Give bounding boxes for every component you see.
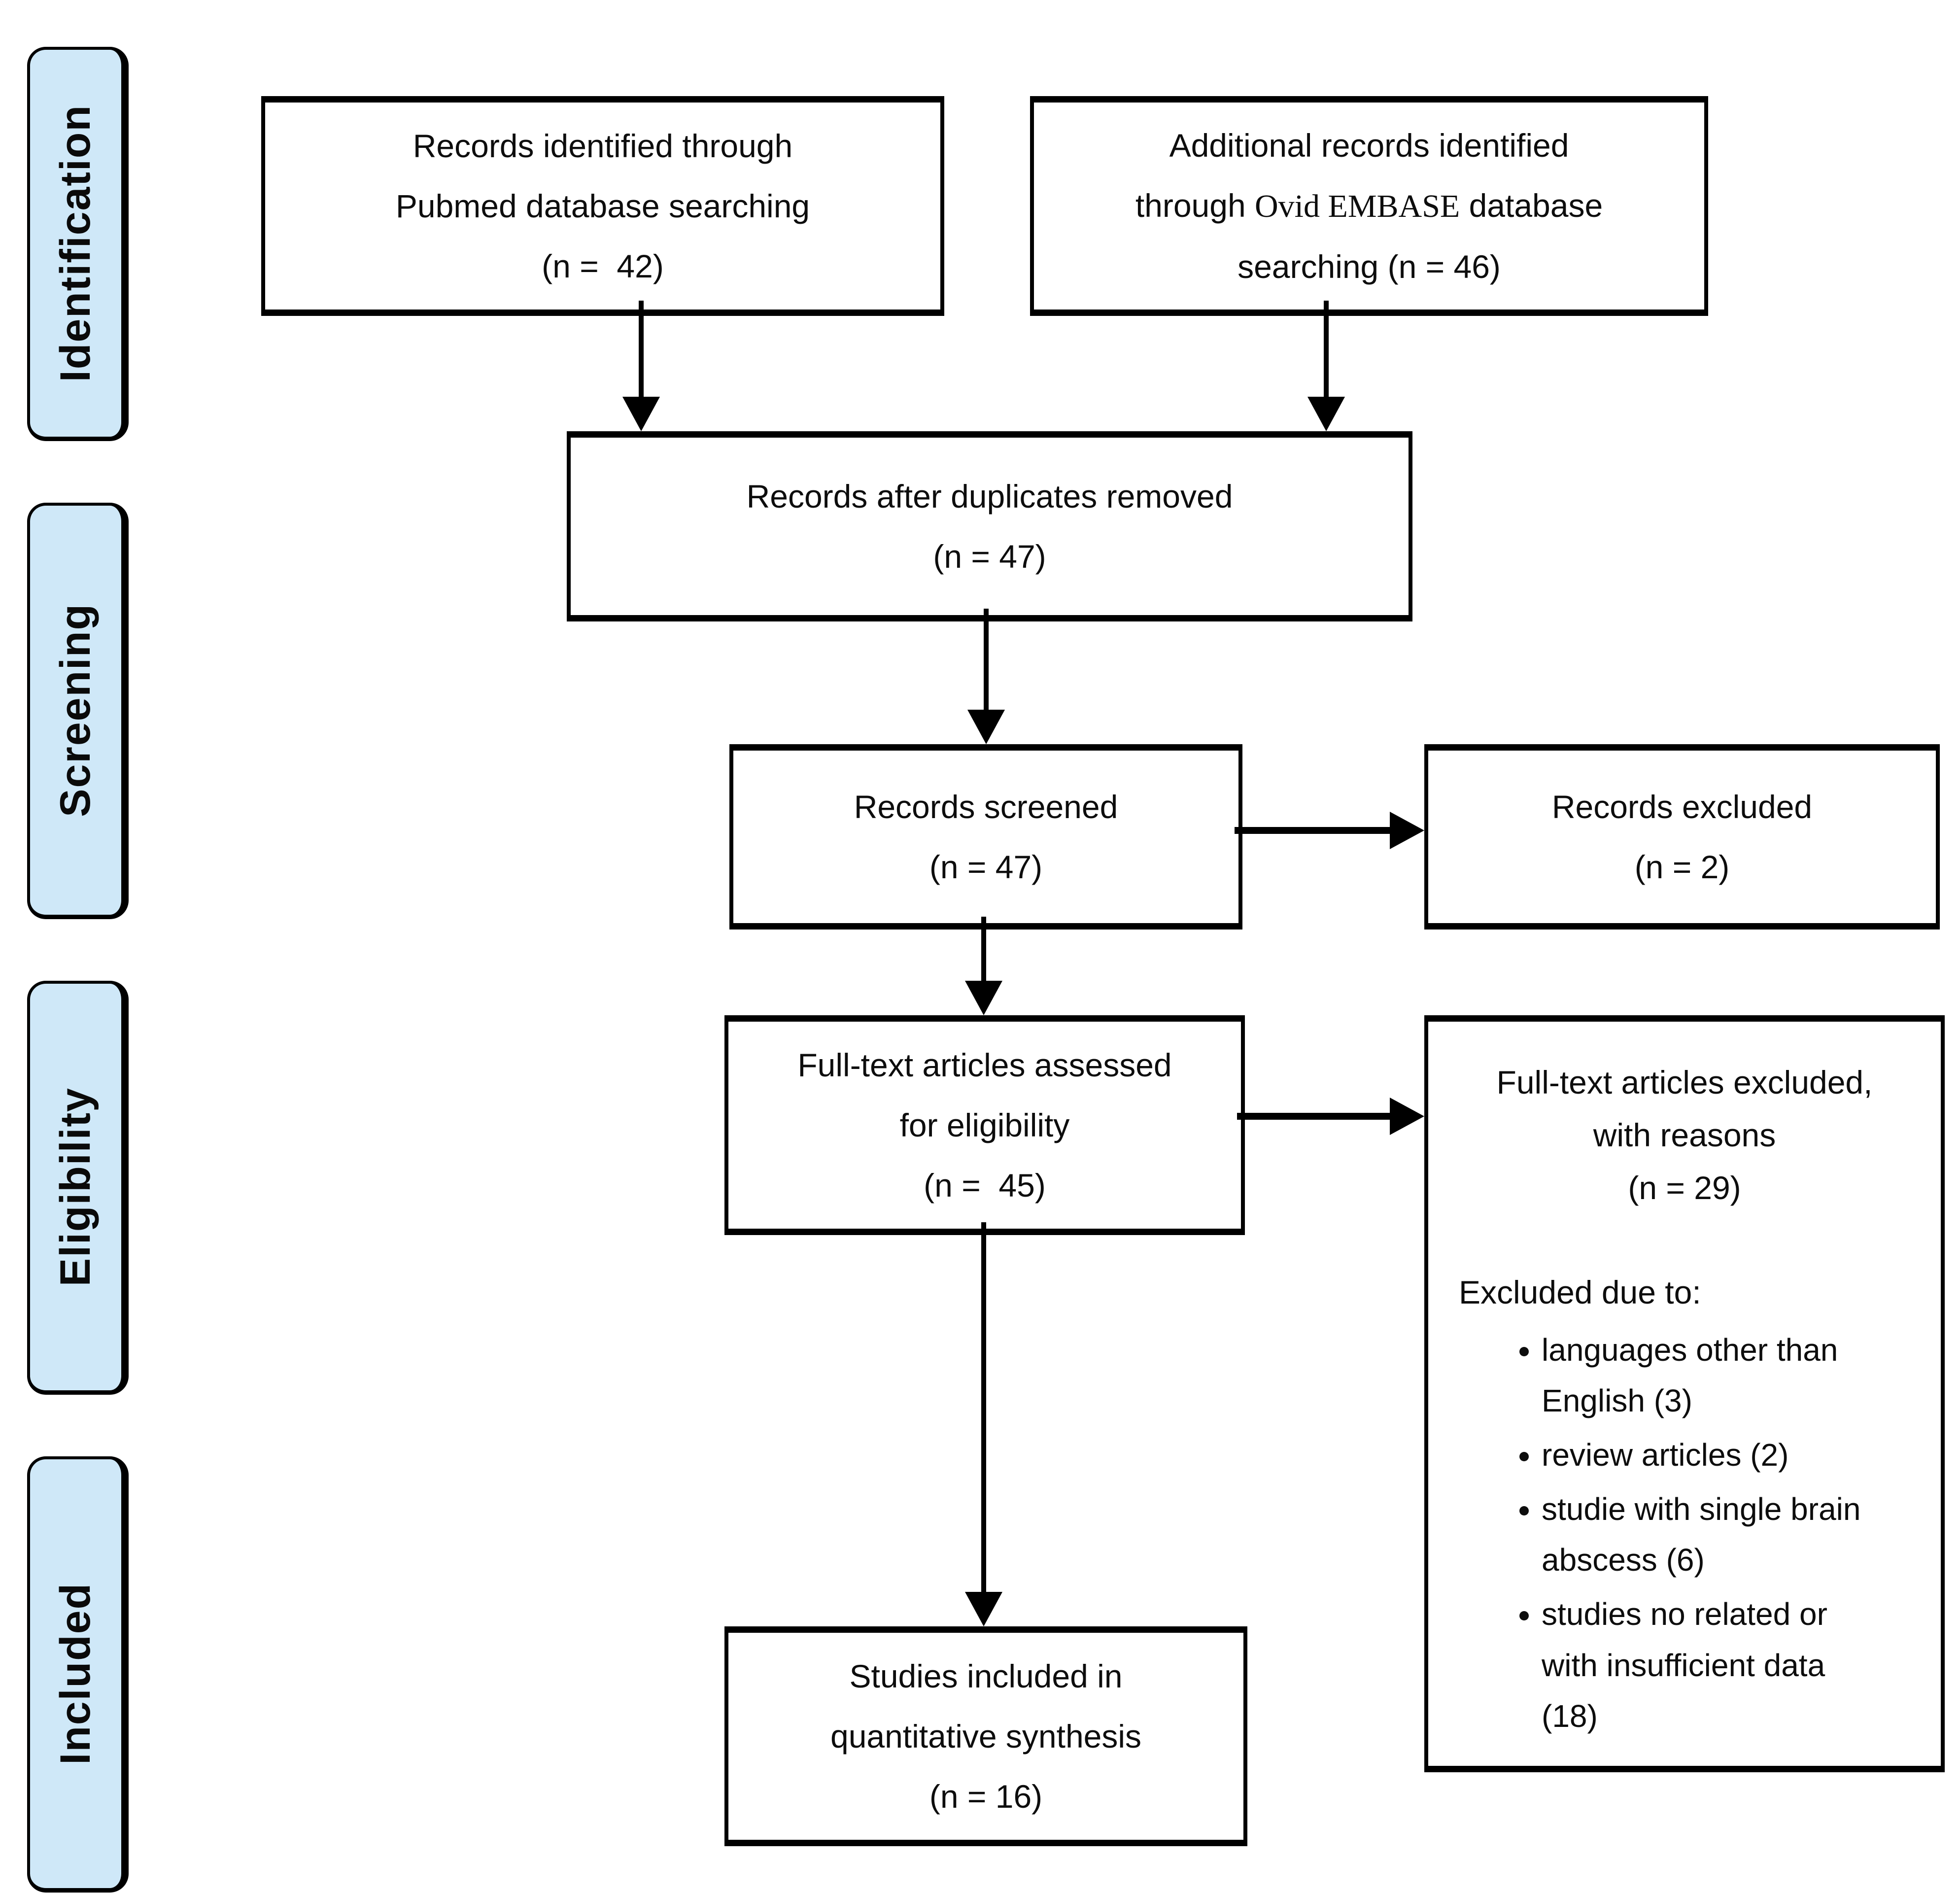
fulltext-excluded-heading2: with reasons xyxy=(1593,1116,1776,1153)
embase-line2-post: database xyxy=(1460,187,1603,224)
embase-line2: through Ovid EMBASE database xyxy=(1135,175,1603,237)
fulltext-assessed-count: (n = 45) xyxy=(924,1167,1046,1204)
stage-eligibility: Eligibility xyxy=(27,981,129,1395)
stage-included: Included xyxy=(27,1456,129,1893)
fulltext-excluded-count: (n = 29) xyxy=(1628,1169,1741,1206)
arrow-fulltext-to-included-shaft xyxy=(981,1222,986,1593)
arrow-fulltext-to-ftexcluded-shaft xyxy=(1237,1113,1391,1120)
pubmed-count: (n = 42) xyxy=(542,248,664,285)
records-excluded-box: Records excluded (n = 2) xyxy=(1424,744,1940,929)
pubmed-records-box: Records identified through Pubmed databa… xyxy=(261,96,944,316)
exclusion-reason-item: studies no related or with insufficient … xyxy=(1542,1589,1887,1742)
exclusion-reasons-label: Excluded due to: xyxy=(1459,1273,1701,1310)
stage-included-label: Included xyxy=(52,1583,99,1765)
records-excluded-line1: Records excluded xyxy=(1551,788,1813,825)
included-line1: Studies included in xyxy=(849,1657,1123,1694)
stage-identification-label: Identification xyxy=(52,104,99,382)
embase-line2-pre: through xyxy=(1135,187,1255,224)
arrow-pubmed-to-duplicates-head xyxy=(622,397,660,431)
arrow-screened-to-excluded-shaft xyxy=(1235,827,1391,834)
embase-count: searching (n = 46) xyxy=(1238,248,1501,285)
fulltext-assessed-line1: Full-text articles assessed xyxy=(797,1046,1172,1083)
stage-screening: Screening xyxy=(27,503,129,919)
arrow-screened-to-excluded-head xyxy=(1390,812,1424,849)
exclusion-reason-item: languages other than English (3) xyxy=(1542,1325,1887,1427)
stage-screening-label: Screening xyxy=(52,603,99,817)
arrow-fulltext-to-included-head xyxy=(965,1592,1002,1626)
duplicates-count: (n = 47) xyxy=(933,538,1046,575)
records-screened-box: Records screened (n = 47) xyxy=(729,744,1242,929)
arrow-embase-to-duplicates-shaft xyxy=(1324,301,1329,399)
pubmed-line2: Pubmed database searching xyxy=(395,187,810,224)
exclusion-reason-item: studie with single brain abscess (6) xyxy=(1542,1484,1887,1586)
included-line2: quantitative synthesis xyxy=(830,1718,1142,1755)
fulltext-assessed-line2: for eligibility xyxy=(899,1106,1070,1143)
arrow-fulltext-to-ftexcluded-head xyxy=(1390,1098,1424,1135)
exclusion-reasons-list: languages other than English (3) review … xyxy=(1459,1325,1887,1742)
embase-line1: Additional records identified xyxy=(1169,127,1569,164)
arrow-screened-to-fulltext-shaft xyxy=(981,917,986,983)
arrow-pubmed-to-duplicates-shaft xyxy=(639,301,644,399)
exclusion-reason-item: review articles (2) xyxy=(1542,1430,1887,1481)
fulltext-excluded-box: Full-text articles excluded, with reason… xyxy=(1424,1015,1945,1772)
screened-count: (n = 47) xyxy=(929,849,1043,885)
arrow-screened-to-fulltext-head xyxy=(965,981,1002,1015)
duplicates-removed-box: Records after duplicates removed (n = 47… xyxy=(567,431,1412,621)
included-count: (n = 16) xyxy=(929,1778,1043,1815)
arrow-duplicates-to-screened-head xyxy=(967,710,1005,744)
included-studies-box: Studies included in quantitative synthes… xyxy=(724,1626,1247,1846)
stage-eligibility-label: Eligibility xyxy=(52,1087,99,1287)
pubmed-line1: Records identified through xyxy=(413,127,793,164)
screened-line1: Records screened xyxy=(854,788,1118,825)
arrow-embase-to-duplicates-head xyxy=(1307,397,1345,431)
exclusion-reasons-section: Excluded due to: languages other than En… xyxy=(1428,1266,1941,1745)
records-excluded-count: (n = 2) xyxy=(1634,849,1730,885)
fulltext-assessed-box: Full-text articles assessed for eligibil… xyxy=(724,1015,1245,1235)
embase-records-box: Additional records identified through Ov… xyxy=(1030,96,1708,316)
fulltext-excluded-heading1: Full-text articles excluded, xyxy=(1496,1064,1873,1101)
arrow-duplicates-to-screened-shaft xyxy=(984,609,989,712)
duplicates-line1: Records after duplicates removed xyxy=(746,478,1233,515)
stage-identification: Identification xyxy=(27,47,129,441)
embase-line2-serif: Ovid EMBASE xyxy=(1255,188,1460,224)
